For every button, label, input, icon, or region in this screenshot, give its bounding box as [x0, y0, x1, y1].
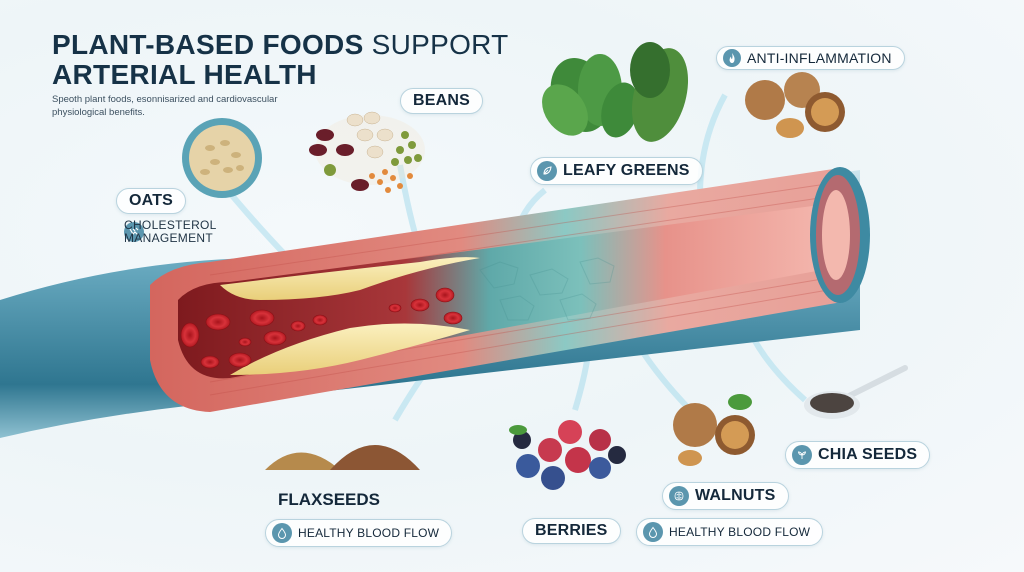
leafy-greens-image [542, 42, 689, 142]
subtitle: Speoth plant foods, esonnisarized and ca… [52, 94, 278, 118]
oats-benefit-line1: CHOLESTEROL [124, 218, 217, 232]
oats-label: OATS [116, 188, 187, 214]
chia-seeds-label: CHIA SEEDS [785, 441, 931, 469]
page-title: PLANT-BASED FOODS SUPPORT ARTERIAL HEALT… [52, 30, 509, 90]
oats-bowl-image [182, 118, 262, 198]
chia-spoon-image [804, 365, 908, 419]
leaf-icon [537, 161, 557, 181]
walnuts-benefit: HEALTHY BLOOD FLOW [636, 518, 824, 546]
leafy-greens-label-text: LEAFY GREENS [563, 162, 690, 179]
beans-label-text: BEANS [413, 92, 471, 109]
title-line1-light: SUPPORT [363, 29, 509, 60]
walnuts-bottom-image [673, 394, 755, 466]
walnuts-benefit-text: HEALTHY BLOOD FLOW [669, 525, 811, 539]
oats-benefit: CHOLESTEROL MANAGEMENT [124, 219, 216, 245]
chia-seeds-label-text: CHIA SEEDS [818, 446, 918, 463]
walnuts-label: WALNUTS [662, 482, 789, 510]
berries-label: BERRIES [522, 518, 621, 544]
title-line1-bold: PLANT-BASED FOODS [52, 29, 364, 60]
walnuts-label-text: WALNUTS [695, 487, 776, 504]
beans-label: BEANS [400, 88, 484, 114]
walnuts-top-image [745, 72, 845, 138]
flaxseeds-image [265, 445, 420, 470]
berries-label-text: BERRIES [535, 522, 608, 539]
flaxseeds-label: FLAXSEEDS [278, 490, 381, 509]
flaxseeds-benefit: HEALTHY BLOOD FLOW [265, 519, 453, 547]
beans-image [309, 111, 425, 193]
flame-icon [723, 49, 741, 67]
anti-inflammation-label: ANTI-INFLAMMATION [716, 46, 905, 70]
droplet-icon [272, 523, 292, 543]
anti-inflammation-label-text: ANTI-INFLAMMATION [747, 50, 892, 66]
oats-label-text: OATS [129, 192, 174, 209]
leafy-greens-label: LEAFY GREENS [530, 157, 703, 185]
flaxseeds-benefit-text: HEALTHY BLOOD FLOW [298, 526, 440, 540]
oats-benefit-line2: MANAGEMENT [124, 231, 214, 245]
brain-icon [669, 486, 689, 506]
droplet-icon [643, 522, 663, 542]
title-line2: ARTERIAL HEALTH [52, 59, 317, 90]
berries-image [509, 420, 626, 490]
artery-icon [124, 222, 144, 242]
sprout-icon [792, 445, 812, 465]
